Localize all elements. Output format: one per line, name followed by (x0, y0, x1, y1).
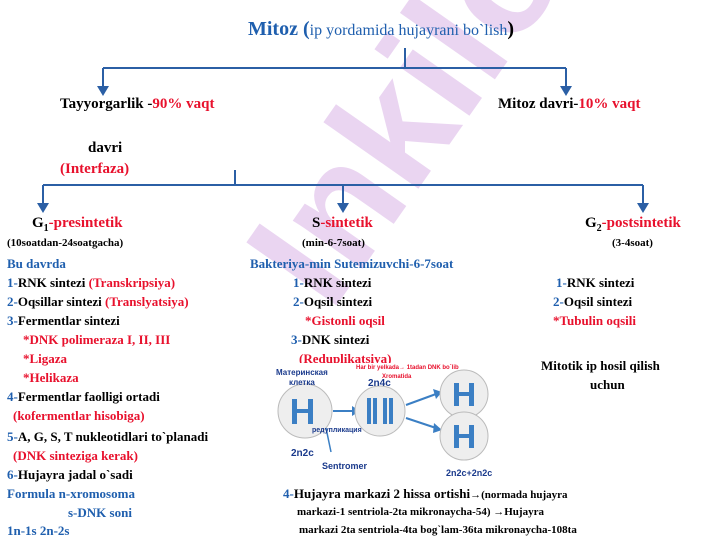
g1-time: (10soatdan-24soatgacha) (7, 237, 124, 249)
g1-enzyme-1: *DNK polimeraza I, II, III (23, 332, 171, 347)
g1-sub: 1 (43, 223, 49, 234)
d1-left (454, 383, 459, 406)
g1-item-4: 4-Fermentlar faolligi ortadi (7, 389, 160, 404)
page-title: Mitoz (ip yordamida hujayrani bo`lish) (248, 18, 514, 41)
g2-sub: 2 (596, 223, 602, 234)
g2-note-1: Mitotik ip hosil qilish (541, 358, 660, 373)
branch-left: Tayyorgarlik -90% vaqt (60, 96, 214, 113)
dup-chromatid-1 (367, 398, 371, 424)
g2-heading: G2-postsintetik (585, 215, 681, 234)
branch-left-line3: (Interfaza) (60, 161, 130, 177)
cell-label: Материнская клетка (276, 368, 328, 387)
formula-label: Formula n-xromosoma (7, 486, 135, 501)
g2-prefix: G (585, 215, 597, 231)
g2-item-tubulin: *Tubulin oqsili (553, 313, 636, 328)
mother-chromatid-right (308, 399, 313, 424)
dup-chromatid-4 (389, 398, 393, 424)
branch-left-label: Tayyorgarlik - (60, 96, 153, 112)
formula-line2: s-DNK soni (68, 505, 132, 520)
s-item-1: 1-RNK sintezi (293, 275, 372, 290)
branch-left-pct: 90% vaqt (152, 96, 215, 112)
s-item-2: 2-Oqsil sintezi (293, 294, 373, 309)
g1-item-1: 1-RNK sintezi (Transkripsiya) (7, 275, 176, 290)
g1-enzyme-3: *Helikaza (23, 370, 79, 385)
d2-left (454, 425, 459, 448)
branch-right: Mitoz davri-10% vaqt (498, 96, 640, 113)
g1-enzyme-2: *Ligaza (23, 351, 68, 366)
label-2n2c: 2n2c (291, 448, 314, 459)
branch-right-label: Mitoz davri- (498, 96, 579, 112)
g1-name: -presintetik (48, 215, 123, 231)
s-item-4-line2: markazi-1 sentriola-2ta mikronaycha-54) … (297, 506, 544, 518)
g1-item-5: 5-A, G, S, T nukleotidlari to`planadi (7, 429, 209, 444)
figure-top-label: Har bir yelkada→ 1tadan DNK bo`lib Xroma… (356, 365, 459, 380)
label-result: 2n2c+2n2c (446, 468, 493, 478)
g1-item-4-note: (kofermentlar hisobiga) (13, 408, 145, 423)
g2-note-2: uchun (590, 377, 625, 392)
g2-item-1: 1-RNK sintezi (556, 275, 635, 290)
s-time: (min-6-7soat) (302, 237, 365, 249)
label-redup: редупликация (312, 427, 362, 434)
g1-prefix: G (32, 215, 44, 231)
label-sentromer: Sentromer (322, 461, 368, 471)
arrow-head-s (337, 203, 349, 213)
label-2n4c: 2n4c (368, 378, 391, 389)
g1-subtitle: Bu davrda (7, 256, 66, 271)
title-paren-close: ) (507, 18, 515, 40)
s-heading: S-sintetik (312, 215, 373, 232)
g1-item-6: 6-Hujayra jadal o`sadi (7, 467, 133, 482)
dup-chromatid-2 (373, 398, 377, 424)
arrow-lower-head (433, 423, 442, 433)
d2-link (459, 434, 469, 438)
arrow-head-right-top (560, 86, 572, 96)
g2-time: (3-4soat) (612, 237, 653, 249)
title-sub: ip yordamida hujayrani bo`lish (309, 22, 508, 39)
s-prefix: S (312, 215, 321, 231)
s-item-4-line3: markazi 2ta sentriola-4ta bog`lam-36ta m… (299, 524, 577, 536)
formula-line3: 1n-1s 2n-2s (7, 523, 70, 538)
mother-chromatid-left (292, 399, 297, 424)
s-item-redup: (Reduplikatsiya) (299, 351, 392, 363)
arrow-head-left-top (97, 86, 109, 96)
dup-chromatid-3 (383, 398, 387, 424)
d1-right (469, 383, 474, 406)
g2-item-2: 2-Oqsil sintezi (553, 294, 633, 309)
s-item-histone: *Gistonli oqsil (305, 313, 385, 328)
s-item-3: 3-DNK sintezi (291, 332, 370, 347)
g1-item-3: 3-Fermentlar sintezi (7, 313, 120, 328)
arrow-head-g1 (37, 203, 49, 213)
d1-link (459, 392, 469, 396)
branch-right-pct: 10% vaqt (578, 96, 641, 112)
g1-heading: G1-presintetik (32, 215, 123, 234)
sentromer-pointer (325, 427, 332, 453)
g1-item-2: 2-Oqsillar sintezi (Translyatsiya) (7, 294, 189, 309)
arrow-lower (405, 417, 437, 429)
s-item-4: 4-Hujayra markazi 2 hissa ortishi→(norma… (283, 486, 568, 501)
s-bacteria: Bakteriya-min Sutemizuvchi-6-7soat (250, 256, 454, 271)
g2-name: -postsintetik (601, 215, 681, 231)
title-paren-open: ( (302, 18, 310, 40)
d2-right (469, 425, 474, 448)
g1-item-5-note: (DNK sinteziga kerak) (13, 448, 138, 463)
mother-link (297, 409, 308, 413)
arrow-upper (405, 393, 437, 406)
duplicated-cell (354, 385, 406, 437)
s-name: -sintetik (320, 215, 373, 231)
arrow-head-g2 (637, 203, 649, 213)
title-main: Mitoz (248, 18, 298, 40)
branch-left-line2: davri (88, 140, 123, 156)
